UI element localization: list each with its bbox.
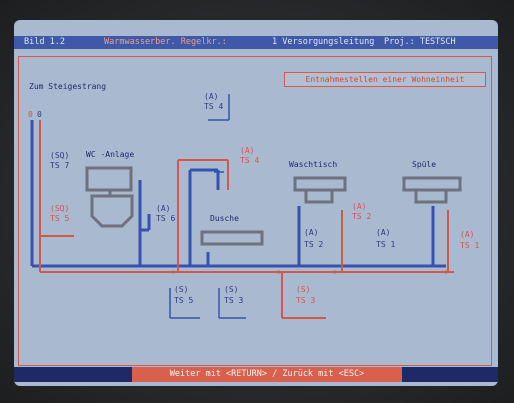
riser-cold-marker: 0	[37, 110, 42, 119]
shower-tray-symbol	[200, 230, 264, 246]
ts4-red-label: TS 4	[240, 156, 260, 165]
sink-symbol	[402, 176, 462, 192]
ts2-red-code: (A)	[352, 202, 367, 211]
fixture-wc-label: WC -Anlage	[86, 150, 135, 159]
cold-pipe-network	[30, 120, 446, 268]
ts4-top-code: (A)	[204, 92, 219, 101]
hot-pipe-network	[39, 120, 454, 319]
ts5-bottom-code: (S)	[174, 285, 189, 294]
ts2-red-label: TS 2	[352, 212, 372, 221]
navigation-prompt[interactable]: Weiter mit <RETURN> / Zurück mit <ESC>	[132, 367, 402, 382]
program-name: Warmwasserber. Regelkr.:	[104, 37, 227, 47]
riser-label: Zum Steigestrang	[29, 82, 107, 91]
schematic-panel	[18, 56, 492, 366]
ts3-red-code: (S)	[296, 285, 311, 294]
ts4-red-code: (A)	[240, 146, 255, 155]
wc-cistern-symbol	[85, 166, 133, 192]
fixture-sink-label: Spüle	[412, 160, 437, 169]
ts7-code: (SQ)	[50, 151, 70, 160]
fixture-shower-label: Dusche	[210, 214, 239, 223]
title-bar: Bild 1.2 Warmwasserber. Regelkr.: 1 Vers…	[14, 36, 498, 49]
ts6-code: (A)	[156, 204, 171, 213]
washbasin-symbol	[293, 176, 347, 192]
wc-bowl-symbol	[90, 194, 134, 228]
ts5-label: TS 5	[50, 214, 70, 223]
ts6-label: TS 6	[156, 214, 176, 223]
crt-screen: Bild 1.2 Warmwasserber. Regelkr.: 1 Vers…	[14, 20, 498, 386]
valve-markers	[171, 270, 448, 274]
section-heading: Entnahmestellen einer Wohneinheit	[284, 72, 486, 87]
ts5-code: (SQ)	[50, 204, 70, 213]
fixture-symbols	[85, 166, 462, 246]
ts5-bottom-label: TS 5	[174, 296, 194, 305]
riser-hot-marker: 0	[28, 110, 33, 119]
ts1-blue-label: TS 1	[376, 240, 396, 249]
ts4-top-label: TS 4	[204, 102, 224, 111]
ts3-red-label: TS 3	[296, 296, 316, 305]
ts1-red-label: TS 1	[460, 241, 480, 250]
supply-line-label: 1 Versorgungsleitung	[272, 37, 375, 47]
ts2-blue-code: (A)	[304, 228, 319, 237]
ts7-label: TS 7	[50, 161, 70, 170]
ts2-blue-label: TS 2	[304, 240, 324, 249]
drain-stubs	[169, 94, 246, 319]
screen-id: Bild 1.2	[24, 37, 65, 47]
pipe-schematic	[30, 94, 462, 319]
fixture-washbasin-label: Waschtisch	[289, 160, 338, 169]
ts3-bottom-label: TS 3	[224, 296, 244, 305]
ts3-bottom-code: (S)	[224, 285, 239, 294]
status-bar: Weiter mit <RETURN> / Zurück mit <ESC>	[14, 367, 498, 382]
ts1-blue-code: (A)	[376, 228, 391, 237]
project-label: Proj.: TESTSCH	[384, 37, 456, 47]
ts1-red-code: (A)	[460, 230, 475, 239]
